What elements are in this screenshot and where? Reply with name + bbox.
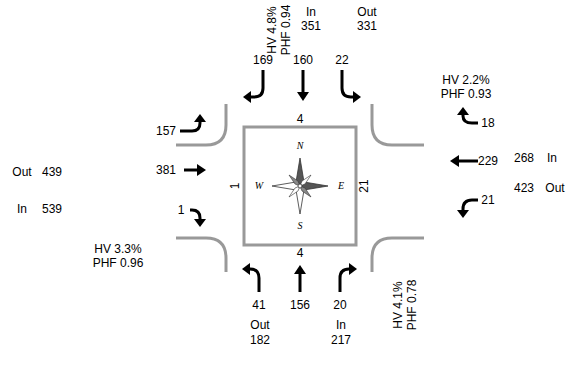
flow-label: 331 bbox=[357, 19, 377, 33]
flow-label: 157 bbox=[156, 124, 176, 138]
flow-label: 41 bbox=[252, 298, 265, 312]
movement-arrows bbox=[180, 70, 478, 292]
flow-label: PHF 0.94 bbox=[279, 5, 293, 56]
flow-label: 4 bbox=[297, 246, 304, 260]
flow-label: In bbox=[547, 151, 557, 165]
flow-label: HV 3.3% bbox=[94, 242, 141, 256]
flow-label: PHF 0.78 bbox=[405, 280, 419, 331]
flow-label: 4 bbox=[297, 112, 304, 126]
compass-rose bbox=[272, 158, 328, 214]
flow-label: PHF 0.96 bbox=[93, 256, 144, 270]
flow-label: HV 4.1% bbox=[391, 281, 405, 328]
flow-label: 20 bbox=[333, 298, 346, 312]
flow-label: 423 bbox=[514, 181, 534, 195]
flow-label: 1 bbox=[178, 203, 185, 217]
flow-label: 351 bbox=[301, 19, 321, 33]
compass-letter: S bbox=[298, 219, 303, 233]
flow-label: 160 bbox=[293, 53, 313, 67]
flow-label: Out bbox=[357, 5, 376, 19]
flow-label: In bbox=[17, 202, 27, 216]
curb-lines bbox=[176, 104, 424, 272]
intersection-box bbox=[244, 127, 356, 245]
flow-label: HV 2.2% bbox=[442, 73, 489, 87]
flow-label: 22 bbox=[335, 53, 348, 67]
curb bbox=[372, 104, 424, 145]
flow-label: 439 bbox=[42, 165, 62, 179]
curb bbox=[372, 238, 424, 272]
flow-label: 156 bbox=[290, 298, 310, 312]
flow-label: 1 bbox=[228, 183, 242, 190]
flow-label: 539 bbox=[42, 202, 62, 216]
flow-label: Out bbox=[545, 181, 564, 195]
flow-label: In bbox=[336, 318, 346, 332]
compass-letter: W bbox=[255, 179, 263, 193]
flow-label: 182 bbox=[250, 333, 270, 347]
flow-label: In bbox=[306, 5, 316, 19]
compass-letter: E bbox=[338, 179, 344, 193]
flow-label: 169 bbox=[253, 53, 273, 67]
flow-label: 217 bbox=[331, 333, 351, 347]
flow-label: Out bbox=[12, 165, 31, 179]
flow-label: 21 bbox=[481, 193, 494, 207]
flow-label: HV 4.8% bbox=[265, 6, 279, 53]
curb bbox=[176, 104, 226, 145]
flow-label: Out bbox=[250, 318, 269, 332]
curb bbox=[176, 238, 226, 272]
flow-label: 18 bbox=[481, 116, 494, 130]
flow-label: 229 bbox=[478, 154, 498, 168]
flow-label: 268 bbox=[514, 151, 534, 165]
flow-label: 21 bbox=[357, 179, 371, 192]
flow-label: 381 bbox=[156, 163, 176, 177]
flow-label: PHF 0.93 bbox=[441, 87, 492, 101]
compass-letter: N bbox=[297, 139, 304, 153]
